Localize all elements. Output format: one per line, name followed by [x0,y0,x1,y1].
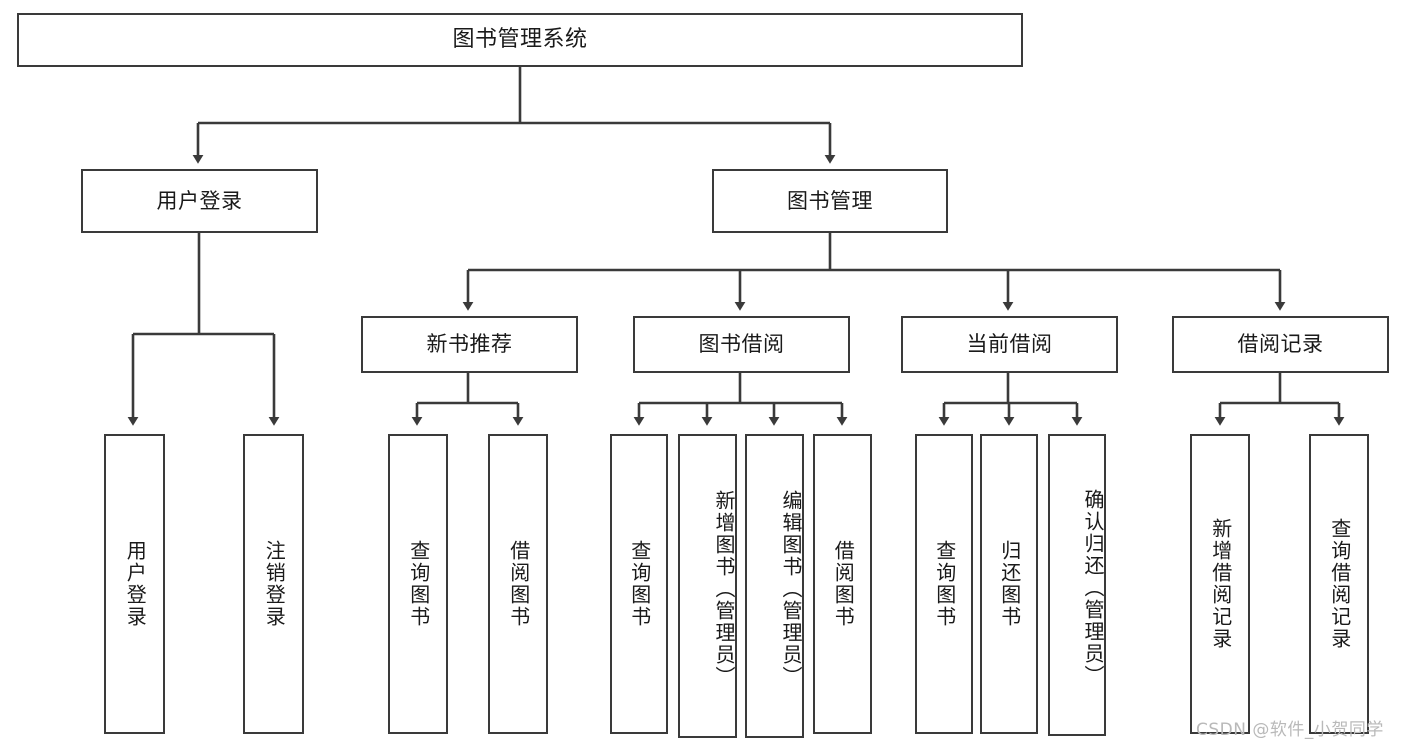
leaf-logout-login[interactable]: 注销登录 [243,434,304,734]
node-label: 注销登录 [262,540,287,628]
leaf-user-login[interactable]: 用户登录 [104,434,165,734]
leaf-query-book-current[interactable]: 查询图书 [915,434,973,734]
node-label: 新增图书（管理员） [712,490,736,688]
node-label: 新增借阅记录 [1208,518,1233,650]
node-book-manage[interactable]: 图书管理 [712,169,948,233]
node-label: 编辑图书（管理员） [779,490,803,688]
node-label: 查询借阅记录 [1327,518,1352,650]
leaf-add-book-admin[interactable]: 新增图书（管理员） [678,434,737,738]
node-label: 查询图书 [406,540,431,628]
node-current-borrow[interactable]: 当前借阅 [901,316,1118,373]
node-label: 当前借阅 [966,332,1053,357]
node-label: 归还图书 [997,540,1022,628]
leaf-borrow-book[interactable]: 借阅图书 [813,434,872,734]
leaf-query-borrow-record[interactable]: 查询借阅记录 [1309,434,1369,734]
node-label: 确认归还（管理员） [1081,489,1105,687]
node-user-login[interactable]: 用户登录 [81,169,318,233]
node-label: 新书推荐 [426,332,513,357]
csdn-watermark: CSDN @软件_小贺同学 [1196,720,1384,740]
node-label: 查询图书 [627,540,652,628]
node-label: 图书管理 [787,188,873,213]
leaf-confirm-return-admin[interactable]: 确认归还（管理员） [1048,434,1106,736]
node-borrow-record[interactable]: 借阅记录 [1172,316,1389,373]
node-label: 借阅图书 [831,540,856,628]
node-label: 查询图书 [932,540,957,628]
leaf-add-borrow-record[interactable]: 新增借阅记录 [1190,434,1250,734]
node-book-borrow[interactable]: 图书借阅 [633,316,850,373]
node-root-system[interactable]: 图书管理系统 [17,13,1023,67]
leaf-query-book-recommend[interactable]: 查询图书 [388,434,448,734]
node-label: 用户登录 [156,188,243,213]
leaf-return-book[interactable]: 归还图书 [980,434,1038,734]
node-label: 图书管理系统 [452,27,588,53]
leaf-borrow-book-recommend[interactable]: 借阅图书 [488,434,548,734]
node-label: 图书借阅 [698,332,785,357]
node-new-book-recommend[interactable]: 新书推荐 [361,316,578,373]
leaf-edit-book-admin[interactable]: 编辑图书（管理员） [745,434,804,738]
node-label: 借阅图书 [506,540,531,628]
leaf-query-book-borrow[interactable]: 查询图书 [610,434,668,734]
node-label: 用户登录 [123,540,148,628]
node-label: 借阅记录 [1237,332,1324,357]
